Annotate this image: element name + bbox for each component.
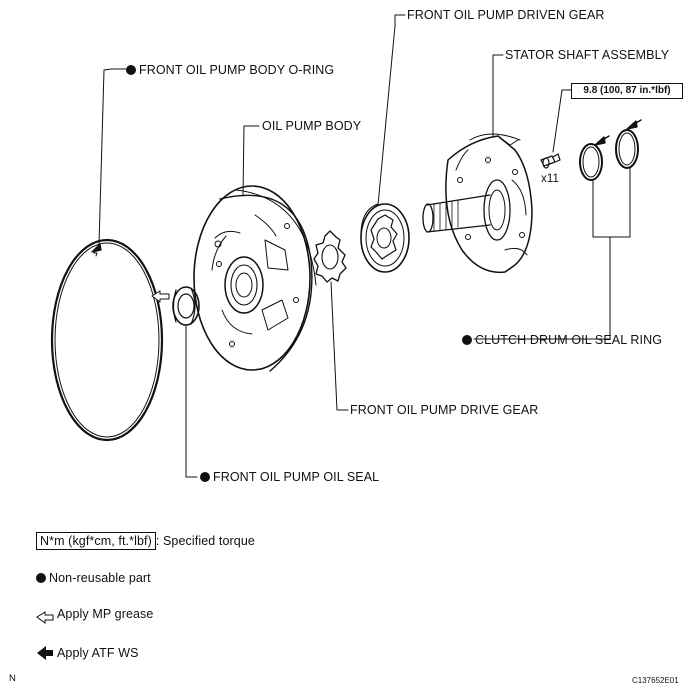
atf-arrow-icon (91, 243, 102, 253)
atf-ws-legend-icon (37, 646, 53, 660)
drive-gear-drawing (313, 230, 347, 283)
non-reusable-icon (126, 65, 136, 75)
legend-torque-unit: N*m (kgf*cm, ft.*lbf) (36, 532, 156, 550)
driven-gear-drawing (360, 203, 410, 273)
label-stator-shaft: STATOR SHAFT ASSEMBLY (505, 48, 670, 62)
o-ring-drawing (50, 238, 164, 442)
legend-atf-ws: Apply ATF WS (57, 646, 139, 660)
seal-rings-drawing (579, 129, 639, 181)
label-body-oring: FRONT OIL PUMP BODY O-RING (126, 63, 334, 77)
torque-spec-box: 9.8 (100, 87 in.*lbf) (571, 83, 683, 99)
bolt-qty: x11 (541, 173, 559, 185)
label-body-oring-text: FRONT OIL PUMP BODY O-RING (139, 63, 335, 77)
figure-code: C137652E01 (632, 676, 679, 685)
legend-non-reusable-text: Non-reusable part (49, 571, 151, 585)
mp-grease-arrow-icon (151, 290, 170, 303)
stator-shaft-drawing (422, 133, 533, 274)
legend-torque-desc: : Specified torque (155, 534, 255, 548)
label-oil-pump-body: OIL PUMP BODY (262, 119, 362, 133)
legend-non-reusable: Non-reusable part (36, 571, 151, 585)
label-drive-gear: FRONT OIL PUMP DRIVE GEAR (350, 403, 539, 417)
legend-torque: N*m (kgf*cm, ft.*lbf): Specified torque (36, 532, 255, 550)
page-letter: N (9, 673, 16, 684)
mp-grease-legend-icon (36, 611, 54, 624)
label-oil-seal: FRONT OIL PUMP OIL SEAL (200, 470, 379, 484)
label-clutch-drum-ring: CLUTCH DRUM OIL SEAL RING (462, 333, 662, 347)
legend-mp-grease: Apply MP grease (57, 607, 154, 621)
non-reusable-icon (200, 472, 210, 482)
label-clutch-drum-ring-text: CLUTCH DRUM OIL SEAL RING (475, 333, 663, 347)
non-reusable-icon (462, 335, 472, 345)
label-oil-seal-text: FRONT OIL PUMP OIL SEAL (213, 470, 380, 484)
oil-pump-body-drawing (193, 185, 317, 372)
non-reusable-legend-icon (36, 573, 46, 583)
label-driven-gear: FRONT OIL PUMP DRIVEN GEAR (407, 8, 605, 22)
bolt-drawing (540, 153, 561, 169)
